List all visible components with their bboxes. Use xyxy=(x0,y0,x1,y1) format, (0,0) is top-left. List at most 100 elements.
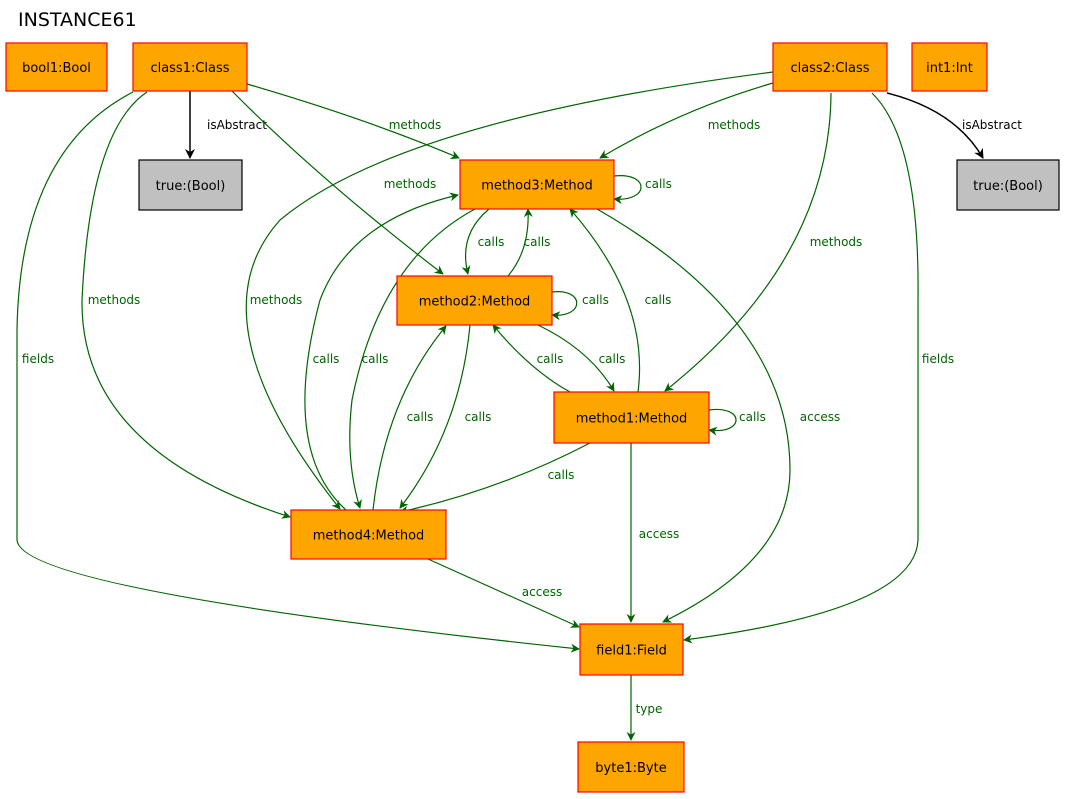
node-box xyxy=(5,42,108,92)
edge-method3-to-method2: calls xyxy=(461,208,505,275)
node-int1[interactable]: int1:Int xyxy=(911,42,988,92)
edge-label: calls xyxy=(599,352,626,366)
node-box xyxy=(956,159,1060,211)
edge-method4-to-method3: calls xyxy=(304,192,459,511)
edge-label: calls xyxy=(407,410,434,424)
edge-method4-to-field1: access xyxy=(427,558,580,628)
node-label: true:(Bool) xyxy=(973,179,1043,194)
edge-line xyxy=(372,325,447,511)
edge-label: calls xyxy=(465,410,492,424)
edge-method3-to-method3: calls xyxy=(613,175,672,205)
node-box xyxy=(577,741,685,793)
edge-class1-to-method2: methods xyxy=(231,90,444,275)
node-method4[interactable]: method4:Method xyxy=(290,509,447,560)
edge-label: type xyxy=(636,702,663,716)
edge-label: calls xyxy=(537,352,564,366)
edge-label: access xyxy=(522,585,562,599)
edge-line xyxy=(81,91,291,519)
node-label: method3:Method xyxy=(481,179,593,194)
edge-label: methods xyxy=(810,235,863,249)
node-class2[interactable]: class2:Class xyxy=(772,42,888,92)
node-label: method4:Method xyxy=(313,529,425,544)
edge-class1-to-field1: fields xyxy=(16,91,580,653)
edge-line xyxy=(492,324,571,393)
edge-label: calls xyxy=(548,468,575,482)
edge-line xyxy=(551,291,578,321)
edge-line xyxy=(246,83,460,159)
edge-line xyxy=(599,82,774,159)
edge-label: methods xyxy=(708,118,761,132)
edge-class1-to-true1: isAbstract xyxy=(185,91,267,159)
edge-label: isAbstract xyxy=(207,118,267,132)
node-method3[interactable]: method3:Method xyxy=(459,159,615,210)
node-box xyxy=(138,159,243,211)
edge-method1-to-method2: calls xyxy=(492,324,571,393)
node-box xyxy=(772,42,888,92)
edge-method1-to-method1: calls xyxy=(708,408,766,436)
edge-label: calls xyxy=(524,235,551,249)
edge-label: calls xyxy=(645,293,672,307)
node-label: bool1:Bool xyxy=(22,61,91,76)
edge-label: calls xyxy=(582,293,609,307)
edge-line xyxy=(537,324,615,392)
edge-line xyxy=(231,90,444,275)
edge-line xyxy=(683,92,919,644)
edge-class2-to-method3: methods xyxy=(599,82,774,159)
edge-line xyxy=(461,208,490,275)
node-class1[interactable]: class1:Class xyxy=(132,42,248,92)
edge-line xyxy=(245,71,774,510)
edge-line xyxy=(16,91,580,653)
node-box xyxy=(459,159,615,210)
node-box xyxy=(553,391,710,444)
edge-label: calls xyxy=(645,177,672,191)
node-field1[interactable]: field1:Field xyxy=(579,623,684,676)
edge-method2-to-method3: calls xyxy=(507,208,551,277)
edge-line xyxy=(427,558,580,628)
node-box xyxy=(579,623,684,676)
node-label: int1:Int xyxy=(926,61,973,76)
node-label: byte1:Byte xyxy=(595,761,666,776)
node-box xyxy=(132,42,248,92)
edge-label: methods xyxy=(88,293,141,307)
node-label: class1:Class xyxy=(150,61,229,76)
edge-line xyxy=(886,92,984,159)
node-true1[interactable]: true:(Bool) xyxy=(138,159,243,211)
edge-method2-to-method4: calls xyxy=(399,324,492,509)
edge-class2-to-field1: fields xyxy=(683,92,954,644)
node-label: method1:Method xyxy=(576,412,688,427)
node-bool1[interactable]: bool1:Bool xyxy=(5,42,108,92)
edge-label: calls xyxy=(313,352,340,366)
edge-line xyxy=(613,175,642,205)
edge-method4-to-method2: calls xyxy=(372,325,447,511)
edge-label: access xyxy=(800,410,840,424)
edge-class1-to-method3: methods xyxy=(246,83,460,159)
edge-label: methods xyxy=(389,118,442,132)
edge-class1-to-method4: methods xyxy=(81,91,291,519)
node-method1[interactable]: method1:Method xyxy=(553,391,710,444)
edge-method2-to-method1: calls xyxy=(537,324,626,392)
node-method2[interactable]: method2:Method xyxy=(396,275,553,326)
edge-line xyxy=(708,408,737,436)
node-label: method2:Method xyxy=(419,295,531,310)
edge-label: calls xyxy=(739,410,766,424)
edge-class2-to-method1: methods xyxy=(664,92,863,392)
edge-method1-to-method3: calls xyxy=(569,208,672,393)
edge-field1-to-byte1: type xyxy=(626,675,663,741)
edge-method1-to-method4: calls xyxy=(399,442,591,515)
node-label: true:(Bool) xyxy=(156,179,226,194)
edge-label: calls xyxy=(478,235,505,249)
edge-method1-to-field1: access xyxy=(626,443,679,623)
diagram-title: INSTANCE61 xyxy=(18,9,137,31)
edge-line xyxy=(596,208,791,623)
node-box xyxy=(911,42,988,92)
edge-label: fields xyxy=(22,352,54,366)
node-true2[interactable]: true:(Bool) xyxy=(956,159,1060,211)
edge-method3-to-field1: access xyxy=(596,208,840,623)
edge-class2-to-true2: isAbstract xyxy=(886,92,1022,159)
edge-line xyxy=(349,208,476,509)
edge-line xyxy=(399,324,471,509)
edge-label: isAbstract xyxy=(962,118,1022,132)
node-byte1[interactable]: byte1:Byte xyxy=(577,741,685,793)
node-label: field1:Field xyxy=(596,644,667,659)
edge-label: methods xyxy=(384,177,437,191)
